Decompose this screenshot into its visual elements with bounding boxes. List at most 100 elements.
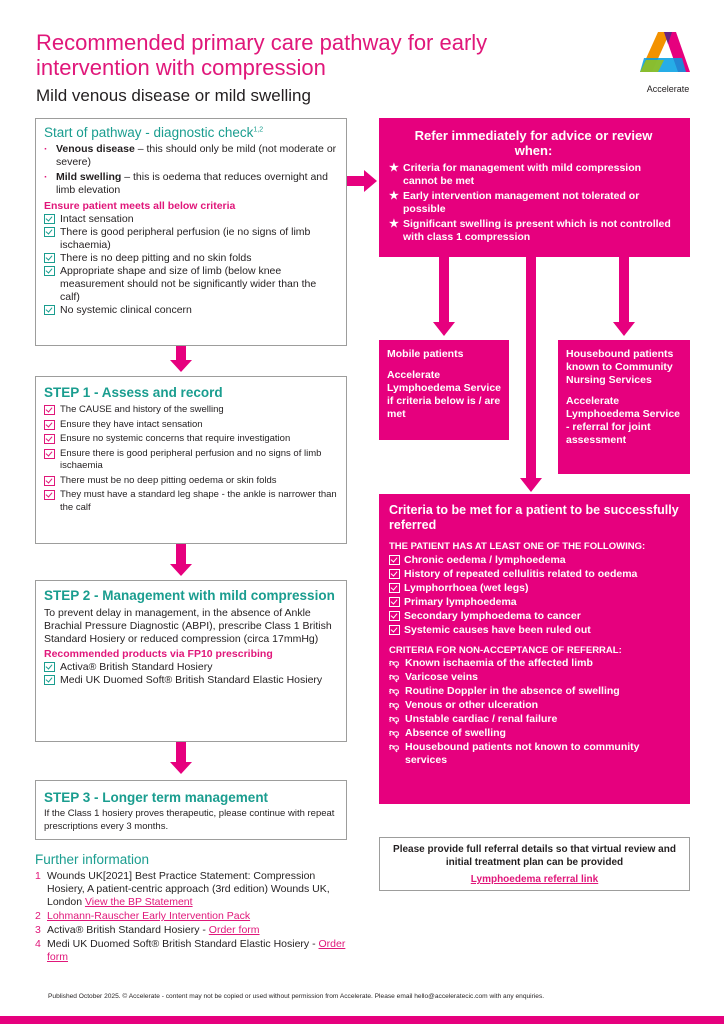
product-item-text: Medi UK Duomed Soft® British Standard El… (60, 674, 323, 686)
checkbox-icon (44, 405, 55, 415)
reject-item: 👎︎ Routine Doppler in the absence of swel… (389, 685, 680, 698)
arrow-down-icon (526, 257, 536, 479)
product-item-text: Activa® British Standard Hosiery (60, 661, 213, 673)
arrow-down-icon (439, 257, 449, 323)
arrow-head-icon (170, 762, 192, 774)
criteria-box-heading: Criteria to be met for a patient to be s… (389, 503, 679, 532)
criteria-item-text: There is good peripheral perfusion (ie n… (60, 226, 311, 251)
criteria-item: Appropriate shape and size of limb (belo… (44, 265, 338, 304)
checkbox-icon (44, 434, 55, 444)
step1-item-text: Ensure they have intact sensation (60, 418, 203, 430)
activa-order-form-link[interactable]: Order form (208, 924, 260, 936)
step3-box: STEP 3 - Longer term management If the C… (35, 780, 347, 840)
thumbs-down-icon: 👎︎ (389, 714, 400, 725)
start-bullets: · Venous disease – this should only be m… (44, 143, 338, 197)
criteria-item-text: No systemic clinical concern (60, 304, 192, 316)
accept-item: Primary lymphoedema (389, 596, 680, 609)
further-info: Further information 1 Wounds UK[2021] Be… (35, 852, 355, 964)
logo-mark-icon (640, 32, 690, 72)
further-item-num: 4 (35, 938, 41, 950)
refer-box: Refer immediately for advice or review w… (379, 118, 690, 257)
step1-item-text: Ensure there is good peripheral perfusio… (60, 447, 322, 472)
further-item-num: 2 (35, 910, 41, 922)
step1-item: The CAUSE and history of the swelling (44, 404, 338, 417)
reject-item-text: Unstable cardiac / renal failure (405, 713, 558, 725)
thumbs-down-icon: 👎︎ (389, 742, 400, 753)
refer-item-text: Early intervention management not tolera… (403, 190, 640, 215)
criteria-list2: 👎︎Known ischaemia of the affected limb 👎… (389, 657, 680, 767)
refer-item: ★Significant swelling is present which i… (389, 218, 678, 244)
reject-item: 👎︎Venous or other ulceration (389, 699, 680, 712)
referral-link[interactable]: Lymphoedema referral link (470, 874, 599, 885)
checkbox-icon (44, 675, 55, 685)
lohmann-pack-link[interactable]: Lohmann-Rauscher Early Intervention Pack (47, 910, 251, 922)
bullet-swelling-text: Mild swelling – this is oedema that redu… (56, 171, 338, 197)
checkbox-icon (44, 419, 55, 430)
housebound-body: Accelerate Lymphoedema Service - referra… (566, 395, 680, 446)
arrow-head-icon (520, 478, 542, 492)
accept-item: History of repeated cellulitis related t… (389, 568, 680, 581)
further-heading: Further information (35, 852, 150, 867)
further-item: 4 Medi UK Duomed Soft® British Standard … (35, 938, 355, 964)
bullet-dot-icon: · (44, 171, 48, 183)
mobile-title: Mobile patients (387, 348, 464, 360)
step1-item: Ensure they have intact sensation (44, 419, 338, 432)
medi-order-form-link[interactable]: Order form (47, 938, 346, 963)
accept-item-text: Systemic causes have been ruled out (404, 623, 591, 636)
accept-item: Chronic oedema / lymphoedema (389, 554, 680, 567)
further-list: 1 Wounds UK[2021] Best Practice Statemen… (35, 870, 355, 964)
products-list: Activa® British Standard Hosiery Medi UK… (44, 661, 338, 687)
thumbs-down-icon: 👎︎ (389, 728, 400, 739)
products-heading: Recommended products via FP10 prescribin… (44, 648, 273, 660)
criteria-item-text: There is no deep pitting and no skin fol… (60, 252, 252, 264)
reject-item-text: Known ischaemia of the affected limb (405, 657, 593, 669)
further-item-body: Medi UK Duomed Soft® British Standard El… (47, 938, 355, 964)
step3-body: If the Class 1 hosiery proves therapeuti… (44, 808, 335, 832)
arrow-head-icon (613, 322, 635, 336)
reject-item-text: Routine Doppler in the absence of swelli… (405, 685, 620, 697)
further-item-body: Wounds UK[2021] Best Practice Statement:… (47, 870, 355, 909)
thumbs-down-icon: 👎︎ (389, 672, 400, 683)
step2-heading: STEP 2 - Management with mild compressio… (44, 588, 335, 603)
criteria-item-text: Intact sensation (60, 213, 134, 225)
checkbox-icon (44, 662, 55, 672)
arrow-right-icon (347, 176, 365, 186)
arrow-head-icon (433, 322, 455, 336)
step1-item: They must have a standard leg shape - th… (44, 489, 338, 514)
further-item-text: Activa® British Standard Hosiery - (47, 924, 209, 936)
criteria-item: Intact sensation (44, 213, 338, 226)
further-item: 3 Activa® British Standard Hosiery - Ord… (35, 924, 355, 937)
further-item-text: Wounds UK[2021] Best Practice Statement:… (47, 870, 330, 908)
reject-item-text: Housebound patients not known to communi… (405, 741, 640, 766)
reject-item-text: Varicose veins (405, 671, 478, 683)
thumbs-down-icon: 👎︎ (389, 686, 400, 697)
bullet-venous: · Venous disease – this should only be m… (44, 143, 338, 169)
accelerate-logo: Accelerate (628, 28, 708, 98)
criteria-item: No systemic clinical concern (44, 304, 338, 317)
refer-item: ★Early intervention management not toler… (389, 190, 678, 216)
checkbox-icon (389, 568, 400, 579)
reject-item: 👎︎ Varicose veins (389, 671, 680, 684)
reject-item: 👎︎Known ischaemia of the affected limb (389, 657, 680, 670)
criteria-heading: Ensure patient meets all below criteria (44, 200, 236, 212)
checkbox-icon (44, 475, 55, 486)
bp-statement-link[interactable]: View the BP Statement (84, 896, 193, 908)
bullet-swelling-bold: Mild swelling (56, 171, 122, 183)
accept-item: Systemic causes have been ruled out (389, 624, 680, 637)
step1-item: Ensure there is good peripheral perfusio… (44, 448, 338, 473)
accept-item: Lymphorrhoea (wet legs) (389, 582, 680, 595)
housebound-box: Housebound patients known to Community N… (558, 340, 690, 474)
step1-item-text: The CAUSE and history of the swelling (60, 404, 224, 415)
start-heading-sup: 1,2 (253, 126, 264, 134)
arrow-head-icon (364, 170, 377, 192)
arrow-down-icon (176, 346, 186, 362)
accept-item-text: History of repeated cellulitis related t… (404, 567, 638, 580)
accept-item-text: Chronic oedema / lymphoedema (404, 553, 566, 566)
accept-item: Secondary lymphoedema to cancer (389, 610, 680, 623)
further-item-body: Activa® British Standard Hosiery - Order… (47, 924, 260, 937)
step1-box: STEP 1 - Assess and record The CAUSE and… (35, 376, 347, 544)
thumbs-down-icon: 👎︎ (389, 700, 400, 711)
step1-item: There must be no deep pitting oedema or … (44, 475, 338, 488)
housebound-title: Housebound patients known to Community N… (566, 348, 674, 386)
checkbox-icon (389, 624, 400, 635)
